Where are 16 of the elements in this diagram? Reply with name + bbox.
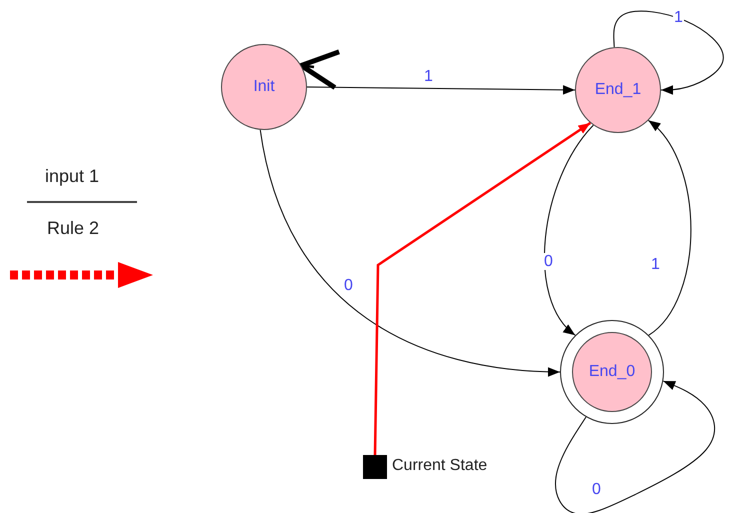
transition-arrow xyxy=(260,129,560,376)
state-label: End_0 xyxy=(588,363,636,381)
current-state-marker xyxy=(363,455,387,479)
state-label: End_1 xyxy=(594,81,642,99)
transition-arrow xyxy=(648,120,692,336)
edge-label: 0 xyxy=(543,253,554,270)
state-label: Init xyxy=(253,78,275,96)
self-loop-arrow xyxy=(555,380,716,513)
input-label: input 1 xyxy=(45,166,100,187)
marker-caption: Current State xyxy=(392,457,488,475)
transition-arrow xyxy=(544,124,594,336)
self-loop-arrow xyxy=(613,10,724,95)
current-state-pointer xyxy=(374,122,592,456)
initial-state-arrow xyxy=(298,49,342,90)
transition-arrow xyxy=(306,85,576,95)
rule-label: Rule 2 xyxy=(47,218,100,239)
